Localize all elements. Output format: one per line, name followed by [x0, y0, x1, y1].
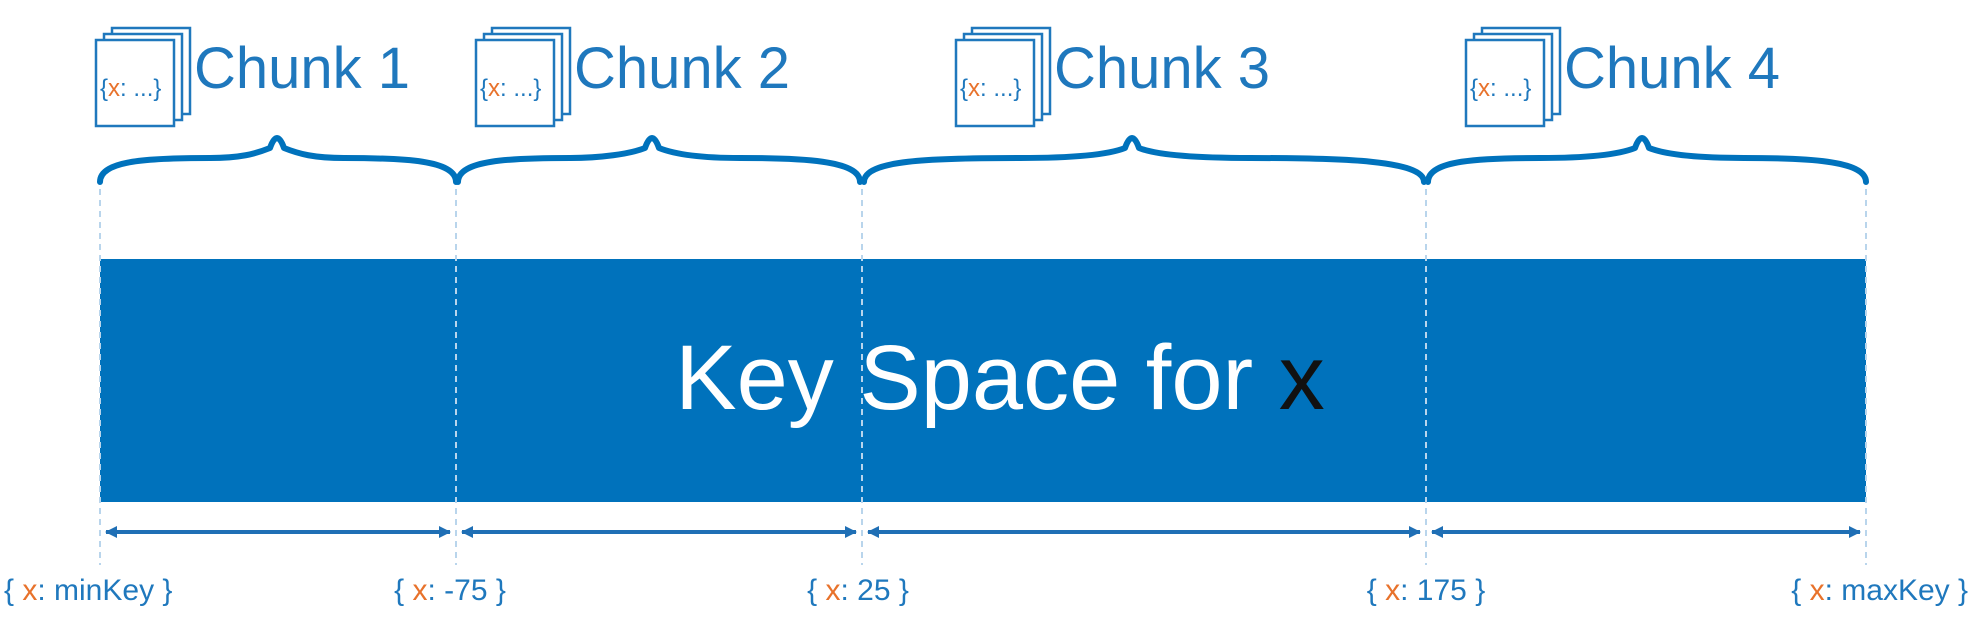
boundary-label-min: { x: minKey }	[4, 574, 172, 607]
document-sample: {x: ...}	[100, 75, 161, 102]
document-stack-icon: {x: ...}	[474, 26, 572, 128]
chunk-1: {x: ...} Chunk 1	[94, 26, 410, 128]
boundary-label-25: { x: 25 }	[807, 574, 909, 607]
chunk-title: Chunk 2	[574, 36, 790, 101]
document-sample: {x: ...}	[960, 75, 1021, 102]
key-space-label: Key Space for x	[675, 327, 1324, 429]
document-stack-icon: {x: ...}	[94, 26, 192, 128]
boundary-label-max: { x: maxKey }	[1791, 574, 1968, 607]
key-space-bar	[100, 259, 1866, 502]
chunk-title: Chunk 1	[194, 36, 410, 101]
chunk-4: {x: ...} Chunk 4	[1464, 26, 1780, 128]
chunk-braces	[97, 135, 1869, 185]
chunk-title: Chunk 3	[1054, 36, 1270, 101]
curly-brace-icon	[97, 135, 459, 185]
chunk-2: {x: ...} Chunk 2	[474, 26, 790, 128]
boundary-guides	[99, 178, 1867, 565]
document-stack-icon: {x: ...}	[1464, 26, 1562, 128]
document-sample: {x: ...}	[1470, 75, 1531, 102]
document-sample: {x: ...}	[480, 75, 541, 102]
document-stack-icon: {x: ...}	[954, 26, 1052, 128]
boundary-label-neg75: { x: -75 }	[394, 574, 506, 607]
key-space-field: x	[1279, 327, 1325, 429]
curly-brace-icon	[1425, 135, 1869, 185]
chunk-3: {x: ...} Chunk 3	[954, 26, 1270, 128]
curly-brace-icon	[455, 135, 863, 185]
curly-brace-icon	[861, 135, 1427, 185]
chunk-title: Chunk 4	[1564, 36, 1780, 101]
boundary-label-175: { x: 175 }	[1367, 574, 1485, 607]
